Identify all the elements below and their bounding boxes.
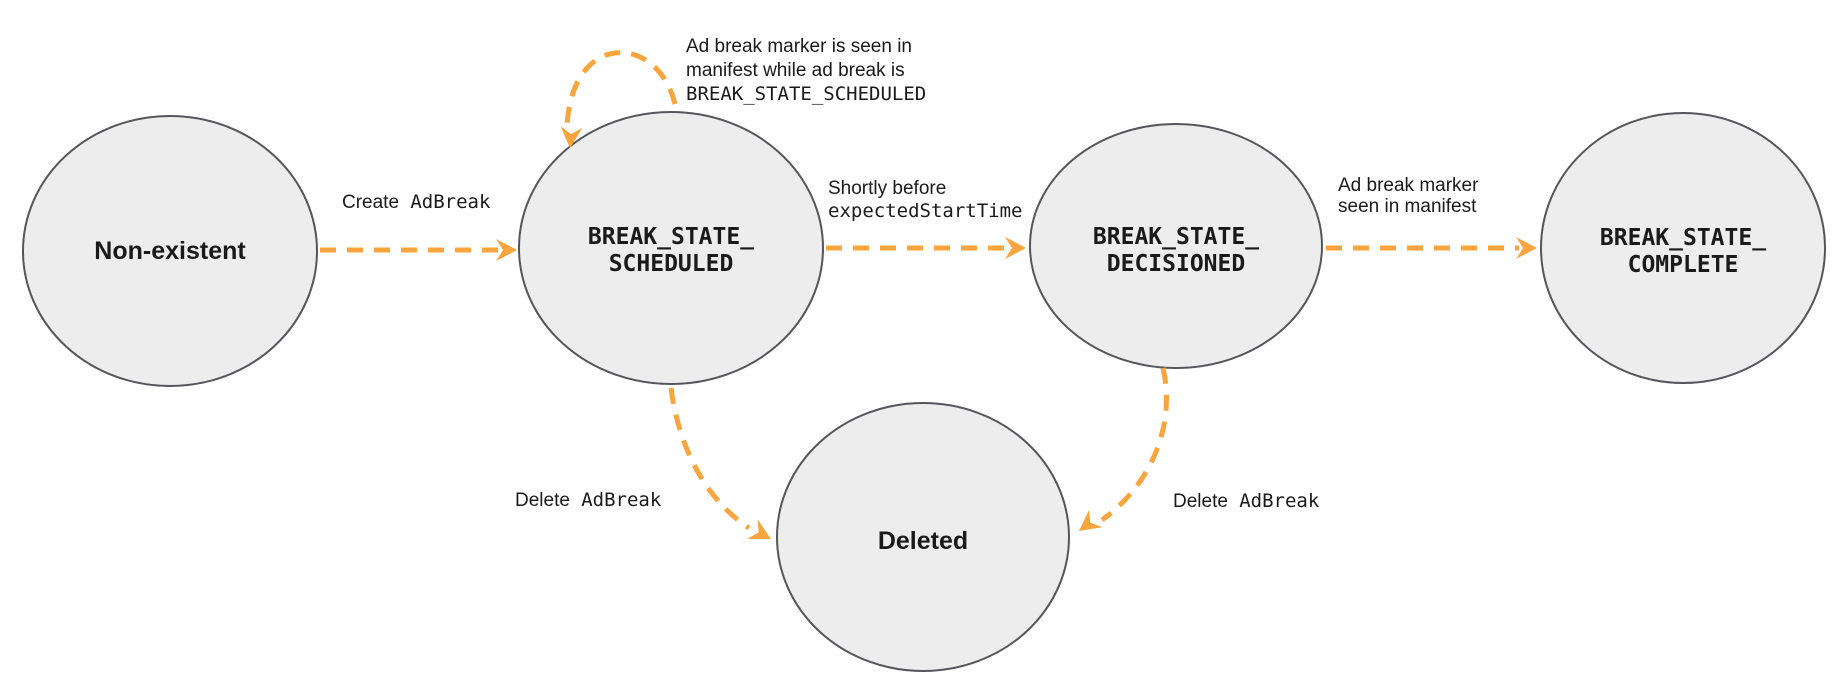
transition-label-self-loop-line3: BREAK_STATE_SCHEDULED [686, 83, 926, 105]
state-label-deleted: Deleted [878, 527, 968, 555]
state-label-non-existent: Non-existent [94, 237, 246, 265]
state-label-scheduled-line2: SCHEDULED [609, 251, 734, 277]
state-node-break-state-scheduled [518, 111, 824, 385]
transition-label-create-text: Create [342, 192, 399, 213]
transition-label-delete-from-scheduled: Delete AdBreak [515, 489, 662, 511]
arrowhead-icon [1079, 509, 1103, 531]
transition-label-delete-from-decisioned: Delete AdBreak [1173, 490, 1320, 512]
transition-label-marker-seen-line1: Ad break marker [1338, 175, 1479, 196]
state-label-decisioned-line2: DECISIONED [1107, 251, 1245, 277]
transition-arrow-self-loop [564, 50, 678, 127]
transition-label-before-start-code: expectedStartTime [828, 200, 1022, 222]
state-label-scheduled-line1: BREAK_STATE_ [588, 224, 754, 250]
arrowhead-icon [1516, 237, 1537, 259]
state-label-complete-line2: COMPLETE [1628, 252, 1739, 278]
arrowhead-icon [560, 126, 583, 148]
transition-label-delete-left-text: Delete [515, 490, 570, 511]
state-node-deleted [776, 402, 1070, 672]
state-node-break-state-complete [1540, 112, 1826, 384]
transition-label-delete-left-code: AdBreak [581, 489, 662, 511]
arrowhead-icon [1005, 237, 1026, 259]
transition-label-delete-right-code: AdBreak [1239, 490, 1320, 512]
state-label-decisioned-line1: BREAK_STATE_ [1093, 224, 1259, 250]
transition-label-self-loop-line2: manifest while ad break is [686, 60, 905, 81]
transition-label-delete-right-text: Delete [1173, 491, 1228, 512]
state-node-break-state-decisioned [1029, 123, 1323, 369]
transition-label-self-loop-line1: Ad break marker is seen in [686, 36, 912, 57]
transition-label-before-start-text: Shortly before [828, 178, 946, 199]
arrowhead-icon [496, 239, 517, 261]
state-node-non-existent [22, 115, 318, 387]
transition-arrow-delete-from-decisioned [1100, 367, 1169, 523]
transition-label-create-adbreak: Create AdBreak [342, 191, 491, 213]
state-label-complete-line1: BREAK_STATE_ [1600, 225, 1766, 251]
transition-label-create-code: AdBreak [410, 191, 491, 213]
arrowhead-icon [747, 519, 771, 539]
transition-label-marker-seen-line2: seen in manifest [1338, 196, 1477, 217]
transition-arrow-delete-from-scheduled [668, 387, 751, 531]
